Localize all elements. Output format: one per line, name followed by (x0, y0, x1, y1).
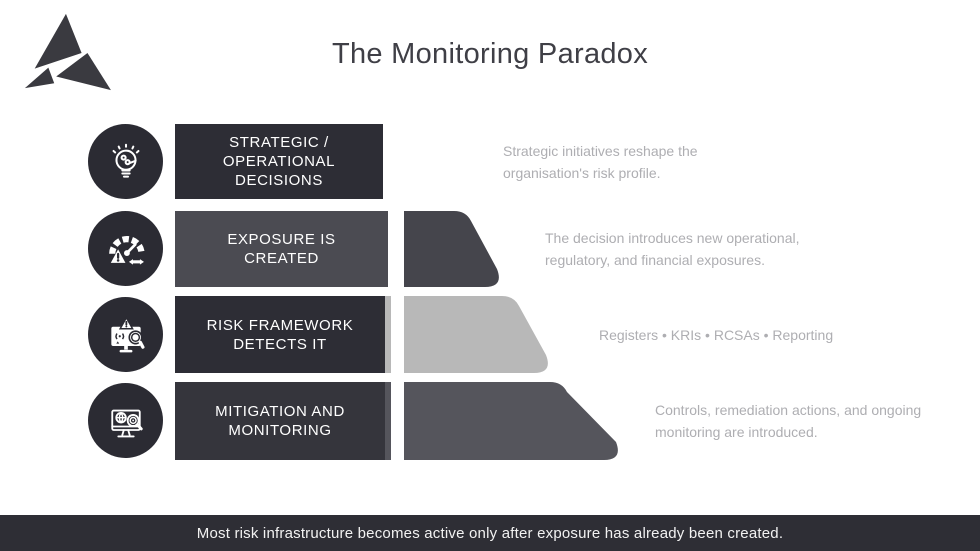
flow-chevron-shape (404, 382, 618, 460)
step-description: Registers • KRIs • RCSAs • Reporting (599, 296, 833, 373)
step-icon-circle (88, 124, 163, 199)
step-label-box: STRATEGIC / OPERATIONAL DECISIONS (175, 124, 383, 199)
bottom-banner: Most risk infrastructure becomes active … (0, 515, 980, 551)
monitor-globe-magnifier-icon (110, 409, 143, 437)
desc-line: The decision introduces new operational, (545, 230, 800, 246)
desc-line: regulatory, and financial exposures. (545, 252, 765, 268)
desc-line: monitoring are introduced. (655, 424, 818, 440)
step-row-strategic-decisions: STRATEGIC / OPERATIONAL DECISIONS Strate… (0, 124, 980, 199)
step-row-risk-framework-detects: RISK FRAMEWORK DETECTS IT Registers • KR… (0, 296, 980, 373)
step-label-line: DETECTS IT (233, 335, 327, 353)
gauge-warning-icon (108, 235, 145, 265)
banner-text: Most risk infrastructure becomes active … (196, 524, 784, 542)
step-label-line: RISK FRAMEWORK (206, 316, 354, 334)
step-label-line: DECISIONS (235, 172, 323, 189)
desc-line: Strategic initiatives reshape the (503, 142, 698, 159)
desc-line: Controls, remediation actions, and ongoi… (655, 402, 922, 418)
desc-line: Registers • KRIs • RCSAs • Reporting (599, 326, 834, 343)
step-label-line: CREATED (244, 250, 319, 267)
step-icon-circle (88, 297, 163, 372)
step-label-box: MITIGATION AND MONITORING (175, 382, 385, 460)
page-title: The Monitoring Paradox (331, 38, 649, 70)
step-icon-circle (88, 211, 163, 286)
desc-line: organisation's risk profile. (503, 164, 661, 181)
lightbulb-idea-icon (112, 143, 139, 178)
step-description: Controls, remediation actions, and ongoi… (655, 382, 921, 460)
flow-chevron-shape (404, 211, 499, 287)
step-row-mitigation-monitoring: MITIGATION AND MONITORING Controls, reme… (0, 382, 980, 460)
brand-logo-icon (24, 13, 111, 91)
step-description: Strategic initiatives reshape the organi… (503, 124, 698, 199)
flow-chevron-shape (404, 296, 548, 373)
step-label-line: MONITORING (228, 422, 332, 439)
step-label-line: STRATEGIC / (229, 134, 329, 151)
step-icon-circle (88, 383, 163, 458)
step-label-line: OPERATIONAL (222, 153, 336, 170)
step-label-box: EXPOSURE IS CREATED (175, 211, 388, 287)
step-label-line: MITIGATION AND (215, 403, 345, 420)
monitor-alert-magnifier-icon (110, 315, 145, 352)
step-label-line: EXPOSURE IS (227, 231, 336, 248)
label-box-edge-strip (385, 382, 391, 460)
step-description: The decision introduces new operational,… (545, 211, 800, 287)
step-label-box: RISK FRAMEWORK DETECTS IT (175, 296, 385, 373)
step-row-exposure-created: EXPOSURE IS CREATED The decision introdu… (0, 211, 980, 287)
label-box-edge-strip (385, 296, 391, 373)
